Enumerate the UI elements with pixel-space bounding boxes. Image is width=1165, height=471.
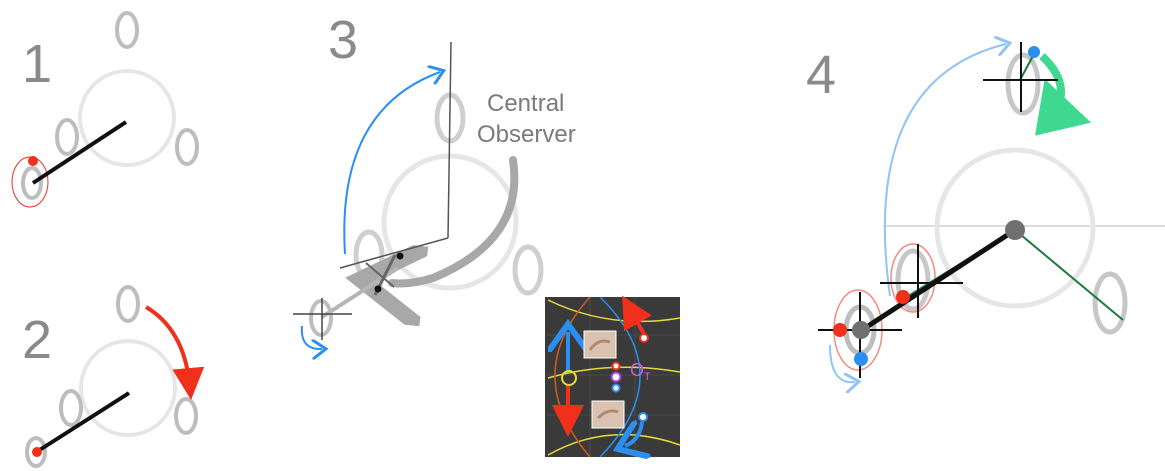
inset-yellow-curve-lower [547, 433, 681, 456]
panel-2: 2 [22, 285, 205, 468]
panel-2-number: 2 [22, 310, 52, 370]
central-observer-arrow [392, 156, 519, 283]
panel-4-obs-blue-dot [854, 352, 868, 366]
panel-4-top-blue-dot [1028, 46, 1040, 58]
panel-3-right-oval [512, 244, 544, 296]
panel-4-center-gray-dot [1005, 220, 1025, 240]
panel-4-stick [860, 227, 1017, 333]
panel-3-horizontal-axis [339, 237, 449, 269]
panel-4-big-blue-arc [883, 44, 1006, 297]
panel-4-number: 4 [806, 45, 836, 105]
panel-1-left-oval [55, 118, 79, 156]
panel-4-mid-red-dot [896, 290, 910, 304]
panel-3-observer-ring [309, 299, 333, 337]
panel-2-red-dot [32, 447, 42, 457]
panel-4-obs-gray-dot [852, 321, 870, 339]
inset-yellow-target [561, 370, 577, 386]
inset-small-blue-dot [611, 383, 621, 393]
panel-4-left-red-rotation [890, 243, 936, 313]
panel-4-green-rotation-arrow [1035, 53, 1092, 136]
panel-2-stick [36, 391, 131, 453]
panel-3-left-oval [353, 229, 385, 281]
panel-3-vertical-axis [447, 41, 452, 239]
inset-blue-point [638, 412, 648, 422]
panel-2-observer-ring [25, 436, 47, 468]
panel-3-top-blue-arrow [343, 72, 440, 255]
panel-4-right-oval [1092, 271, 1128, 335]
inset-observer-label: O [630, 360, 644, 380]
inset-observer-subscript: T [644, 371, 651, 383]
inset-red-diagonal-arrow [622, 295, 652, 335]
panel-4-bottom-blue-arc [829, 344, 855, 382]
panel-3-bottom-blue-arrow [300, 325, 322, 349]
inset-red-point [639, 333, 649, 343]
central-observer-label-line1: Central [487, 90, 564, 117]
panel-1-main-ring [78, 69, 176, 167]
panel-4: 4 [806, 42, 1165, 382]
panel-2-main-ring [79, 339, 177, 437]
panel-1: 1 [11, 11, 199, 208]
central-observer-label-line2: Observer [477, 121, 576, 148]
panel-2-right-oval [174, 397, 198, 435]
panel-1-right-oval [175, 128, 199, 166]
panel-4-green-line-top [1019, 53, 1035, 81]
inset-hand-photo-bottom [591, 400, 625, 429]
panel-2-rotation-arrow [144, 305, 205, 400]
panel-4-obs-red-dot [833, 323, 847, 337]
panel-1-stick [31, 120, 128, 185]
panel-2-left-oval [59, 389, 83, 427]
inset-hand-photo-top [583, 330, 617, 359]
panel-3: 3 Central Observer [293, 10, 576, 349]
inset-orange-arc [554, 296, 591, 458]
inset-purple-dot [610, 371, 622, 383]
panel-3-black-dot-2 [374, 285, 382, 293]
panel-4-left-oval [895, 248, 931, 312]
panel-4-main-ring [934, 147, 1096, 309]
panel-3-black-dot-1 [396, 252, 404, 260]
panel-4-green-line-right [1014, 229, 1124, 321]
inset-image: O T [545, 295, 681, 458]
panel-4-top-oval [1005, 52, 1041, 116]
panel-1-number: 1 [22, 34, 52, 94]
panel-1-top-oval [115, 11, 139, 49]
panel-3-cross-mark-2 [365, 262, 395, 288]
panel-2-top-oval [116, 285, 140, 323]
inset-yellow-curve-upper [547, 299, 681, 323]
inset-blue-curve-arrow [625, 422, 642, 446]
inset-small-red-dot [611, 361, 621, 371]
panel-1-observer-ring [21, 166, 43, 200]
panel-1-red-dot [28, 156, 38, 166]
panel-3-number: 3 [328, 10, 358, 70]
